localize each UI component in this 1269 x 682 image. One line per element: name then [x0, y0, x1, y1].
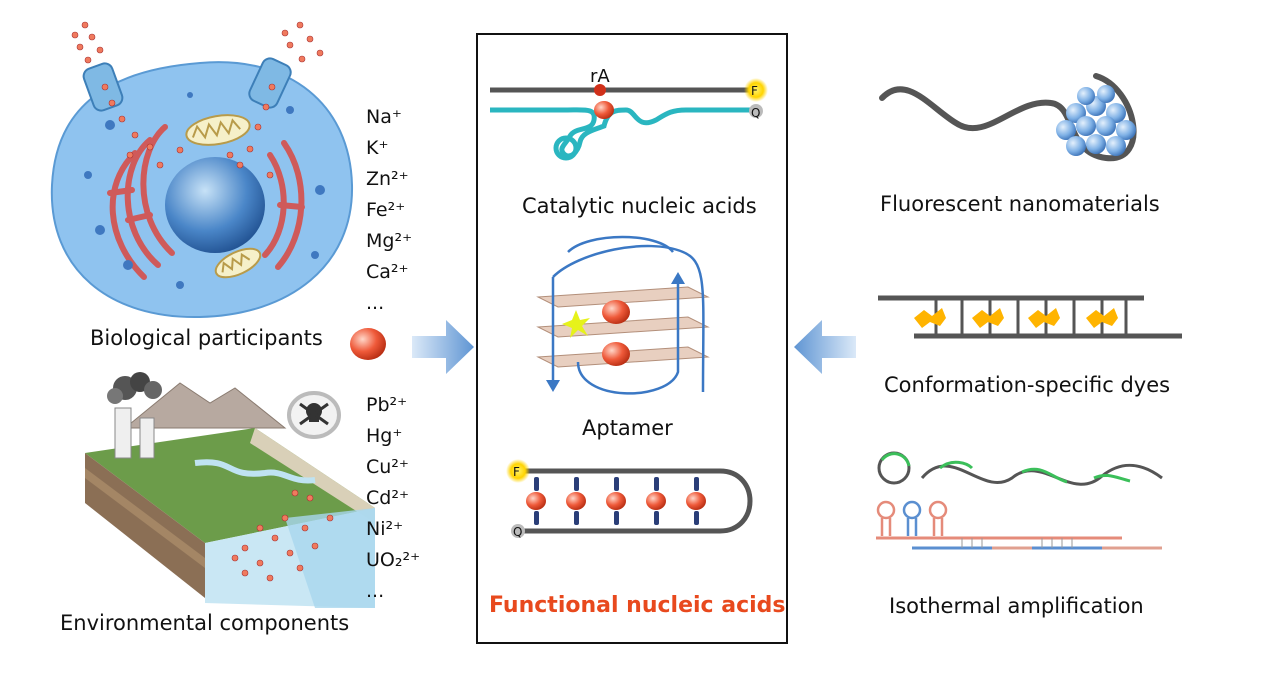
arrow-right-icon [412, 320, 474, 374]
env-ion: UO₂²⁺ [366, 549, 421, 571]
ion-ball-icon [350, 328, 386, 360]
beacon-q-label: Q [513, 525, 522, 539]
molecular-beacon-diagram: F Q [506, 459, 753, 539]
env-ion: ... [366, 580, 385, 602]
bio-ion: Na⁺ [366, 106, 402, 128]
env-ion: Ni²⁺ [366, 518, 404, 540]
amplification-label: Isothermal amplification [889, 594, 1144, 618]
env-ion: Cu²⁺ [366, 456, 409, 478]
bio-ion: ... [366, 292, 385, 314]
environmental-label: Environmental components [60, 611, 350, 635]
aptamer-diagram [536, 235, 710, 395]
env-ion: Hg⁺ [366, 425, 403, 447]
panel-title: Functional nucleic acids [489, 593, 786, 618]
nanomaterials-label: Fluorescent nanomaterials [880, 192, 1160, 216]
quencher-label: Q [751, 106, 760, 120]
aptamer-label: Aptamer [582, 416, 673, 440]
bio-ion: Mg²⁺ [366, 230, 413, 252]
bio-ion: Ca²⁺ [366, 261, 409, 283]
env-ion-list: Pb²⁺ Hg⁺ Cu²⁺ Cd²⁺ Ni²⁺ UO₂²⁺ ... [366, 390, 420, 607]
arrow-left-icon [794, 320, 856, 374]
biological-label: Biological participants [90, 326, 323, 350]
dyes-illustration [878, 295, 1182, 339]
beacon-f-label: F [513, 465, 520, 479]
amplification-illustration [876, 451, 1163, 550]
functional-nucleic-acids-panel [476, 33, 788, 644]
dnazyme-diagram: rA F Q [490, 66, 768, 161]
bio-ion: Fe²⁺ [366, 199, 406, 221]
fluorophore-label: F [751, 84, 758, 98]
bio-ion: Zn²⁺ [366, 168, 409, 190]
environment-illustration [85, 372, 375, 608]
dyes-label: Conformation-specific dyes [884, 373, 1171, 397]
env-ion: Cd²⁺ [366, 487, 409, 509]
cell-illustration [50, 21, 354, 319]
skull-hazard-icon [287, 391, 341, 439]
nanomaterial-illustration [879, 73, 1137, 162]
bio-ion: K⁺ [366, 137, 389, 159]
env-ion: Pb²⁺ [366, 394, 408, 416]
rA-label: rA [590, 66, 610, 87]
catalytic-label: Catalytic nucleic acids [522, 194, 757, 218]
bio-ion-list: Na⁺ K⁺ Zn²⁺ Fe²⁺ Mg²⁺ Ca²⁺ ... [366, 102, 412, 319]
